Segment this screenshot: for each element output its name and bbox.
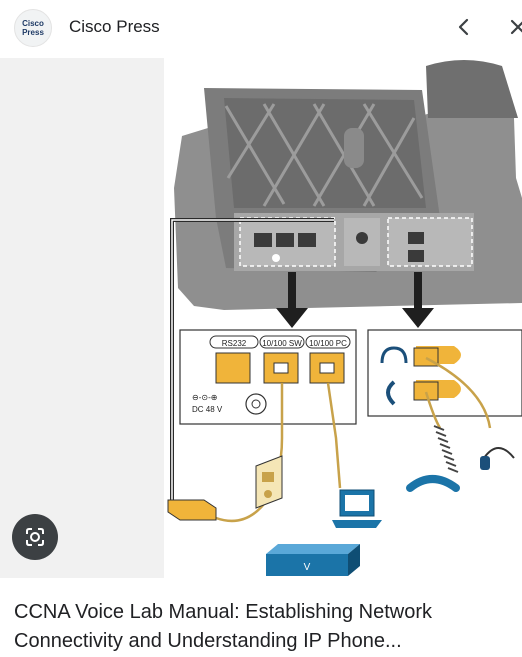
source-name[interactable]: Cisco Press bbox=[69, 17, 160, 36]
close-button[interactable] bbox=[508, 13, 522, 41]
headset bbox=[480, 456, 490, 470]
handset-port-area bbox=[387, 217, 473, 267]
result-title[interactable]: CCNA Voice Lab Manual: Establishing Netw… bbox=[14, 598, 510, 656]
handset-port bbox=[413, 381, 439, 401]
coiled-cord bbox=[433, 425, 459, 473]
headset-cable bbox=[425, 356, 492, 429]
pc-cable bbox=[326, 382, 342, 489]
handset bbox=[426, 60, 518, 118]
back-button[interactable] bbox=[450, 13, 478, 41]
switch-label: V bbox=[304, 562, 311, 573]
stand-lattice bbox=[224, 98, 426, 208]
switch-icon bbox=[266, 544, 360, 554]
arrow-down-icon bbox=[276, 272, 308, 328]
lens-icon bbox=[26, 528, 44, 546]
logo-text-top: Cisco bbox=[22, 19, 44, 28]
rs232-label: RS232 bbox=[222, 339, 247, 348]
result-header: Cisco Press Cisco Press bbox=[0, 0, 522, 58]
svg-text:⊖-⊙-⊕: ⊖-⊙-⊕ bbox=[192, 393, 217, 402]
rs232-port bbox=[215, 352, 251, 384]
cisco-press-logo-icon: Cisco Press bbox=[20, 17, 46, 39]
result-image[interactable]: RS232 10/100 SW 10/100 PC ⊖-⊙-⊕ DC 48 V bbox=[164, 58, 522, 578]
arrow-down-icon bbox=[402, 272, 434, 328]
handset-receiver bbox=[406, 475, 460, 492]
ip-phone-connections-diagram: RS232 10/100 SW 10/100 PC ⊖-⊙-⊕ DC 48 V bbox=[164, 58, 522, 578]
source-logo[interactable]: Cisco Press bbox=[14, 9, 52, 47]
power-adapter bbox=[167, 499, 217, 521]
dc-label: DC 48 V bbox=[192, 405, 223, 414]
google-lens-button[interactable] bbox=[12, 514, 58, 560]
title-line-2: Connectivity and Understanding IP Phone.… bbox=[14, 630, 402, 652]
chevron-left-icon bbox=[458, 18, 469, 36]
pc-port-label: 10/100 PC bbox=[309, 339, 347, 348]
close-icon bbox=[510, 19, 522, 35]
title-line-1: CCNA Voice Lab Manual: Establishing Netw… bbox=[14, 601, 432, 623]
logo-text-bottom: Press bbox=[22, 28, 44, 37]
handset-icon bbox=[386, 380, 396, 406]
hook bbox=[344, 128, 364, 168]
sw-port-label: 10/100 SW bbox=[262, 339, 302, 348]
headset-icon bbox=[380, 346, 408, 364]
